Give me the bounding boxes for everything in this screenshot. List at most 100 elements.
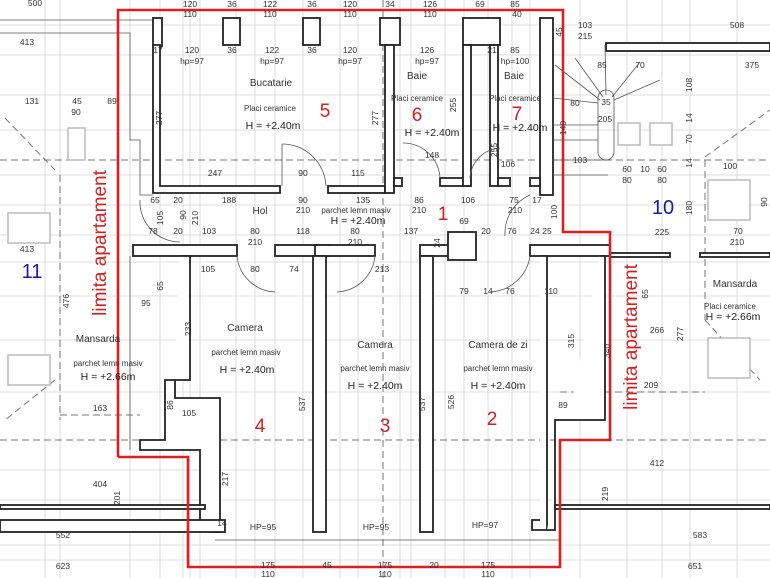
boundary-label-right: limita apartament [621,263,642,409]
dimension-label: 413 [20,37,34,47]
dimension-label: 110 [481,569,495,578]
dimension-label: 20 [173,195,183,205]
dimension-label: 120 [185,45,199,55]
dimension-label: 106 [461,195,475,205]
dimension-label: 75 [509,195,519,205]
dimension-label: 213 [375,264,389,274]
dimension-label: 122 [263,0,277,9]
dimension-label: 103 [578,20,592,30]
dimension-label: 255 [448,98,458,112]
room-name: Bucatarie [250,78,293,89]
dimension-label: 45 [72,96,82,106]
dimension-label: 14 [217,518,227,528]
dimension-label: 110 [544,286,558,296]
dimension-label: 24 [530,226,540,236]
dimension-label: 60 [657,164,667,174]
room-floor-finish: Placi ceramice [704,302,757,311]
dimension-label: 110 [423,9,437,19]
dimension-label: 76 [505,286,515,296]
dimension-label: 85 [510,45,520,55]
dimension-label: 255 [489,143,499,157]
room-number: 11 [22,261,43,283]
dimension-label: 140 [558,121,568,135]
dimension-label: 209 [644,380,658,390]
room-number: 5 [320,101,331,122]
dimension-label: 20 [429,560,439,570]
dimension-label: 277 [370,111,380,125]
dimension-label: 583 [693,530,707,540]
room-height: H = +2.40m [220,364,275,376]
dimension-label: 375 [745,60,759,70]
dimension-label: 210 [412,205,426,215]
room-number: 3 [380,416,391,437]
dimension-label: 122 [265,45,279,55]
dimension-label: 17 [532,195,542,205]
dimension-label: 35 [601,97,611,107]
dimension-label: 45 [554,27,564,37]
room-height: H = +2.66m [706,311,761,323]
dimension-label: 210 [730,237,744,247]
room-floor-finish: parchet lemn masiv [340,364,409,373]
dimension-label: 103 [573,155,587,165]
room-floor-finish: parchet lemn masiv [73,359,142,368]
dimension-label: 103 [202,226,216,236]
dimension-label: 90 [298,168,308,178]
dimension-label: 79 [459,286,469,296]
dimension-label: 105 [201,264,215,274]
dimension-label: 80 [350,226,360,236]
dimension-label: 110 [263,9,277,19]
dimension-label: 80 [622,175,632,185]
dimension-label: 65 [150,195,160,205]
dimension-label: 180 [684,201,694,215]
dimension-label: 537 [297,397,307,411]
dimension-label: 537 [417,397,427,411]
dimension-label: 36 [307,45,317,55]
dimension-label: 36 [307,0,317,9]
dimension-label: 205 [598,114,612,124]
room-height: H = +2.40m [348,380,403,392]
room-number: 1 [438,204,449,225]
dimension-label: 65 [155,281,165,291]
dimension-label: 118 [296,226,310,236]
dimension-label: 90 [759,197,769,207]
room-name: Camera [357,340,393,351]
dimension-label: 201 [112,491,122,505]
dimension-label: 10 [640,164,650,174]
dimension-label: 90 [71,107,81,117]
dimension-label: 89 [107,96,117,106]
dimension-label: 105 [182,408,196,418]
dimension-label: 148 [425,150,439,160]
room-height: H = +2.40m [405,127,460,139]
dimension-label: 175 [261,560,275,570]
dimension-label: 80 [657,175,667,185]
dimension-label: 89 [558,400,568,410]
dimension-label: 60 [622,164,632,174]
dimension-label: 90 [298,195,308,205]
dimension-label: 126 [423,0,437,9]
dimension-label: 188 [222,195,236,205]
dimension-label: 34 [385,0,395,9]
dimension-label: 210 [508,205,522,215]
dimension-label: 315 [566,334,576,348]
dimension-label: 36 [227,0,237,9]
dimension-label: 80 [250,226,260,236]
dimension-label: 137 [404,226,418,236]
dimension-label: 24 [432,238,442,248]
dimension-label: 651 [688,561,702,571]
room-floor-finish: parchet lemn masiv [321,206,390,215]
dimension-label: 552 [56,530,70,540]
dimension-label: 108 [684,78,694,92]
dimension-label: 85 [510,0,520,9]
dimension-label: 500 [28,0,42,8]
windows [7,122,751,386]
dimension-label: 476 [61,294,71,308]
dimension-label: 623 [56,561,70,571]
room-floor-finish: Placi ceramice [391,94,444,103]
room-name: Mansarda [76,334,121,345]
dimension-label: 210 [296,205,310,215]
apartment-boundary [116,8,612,569]
dimension-label: 70 [635,60,645,70]
